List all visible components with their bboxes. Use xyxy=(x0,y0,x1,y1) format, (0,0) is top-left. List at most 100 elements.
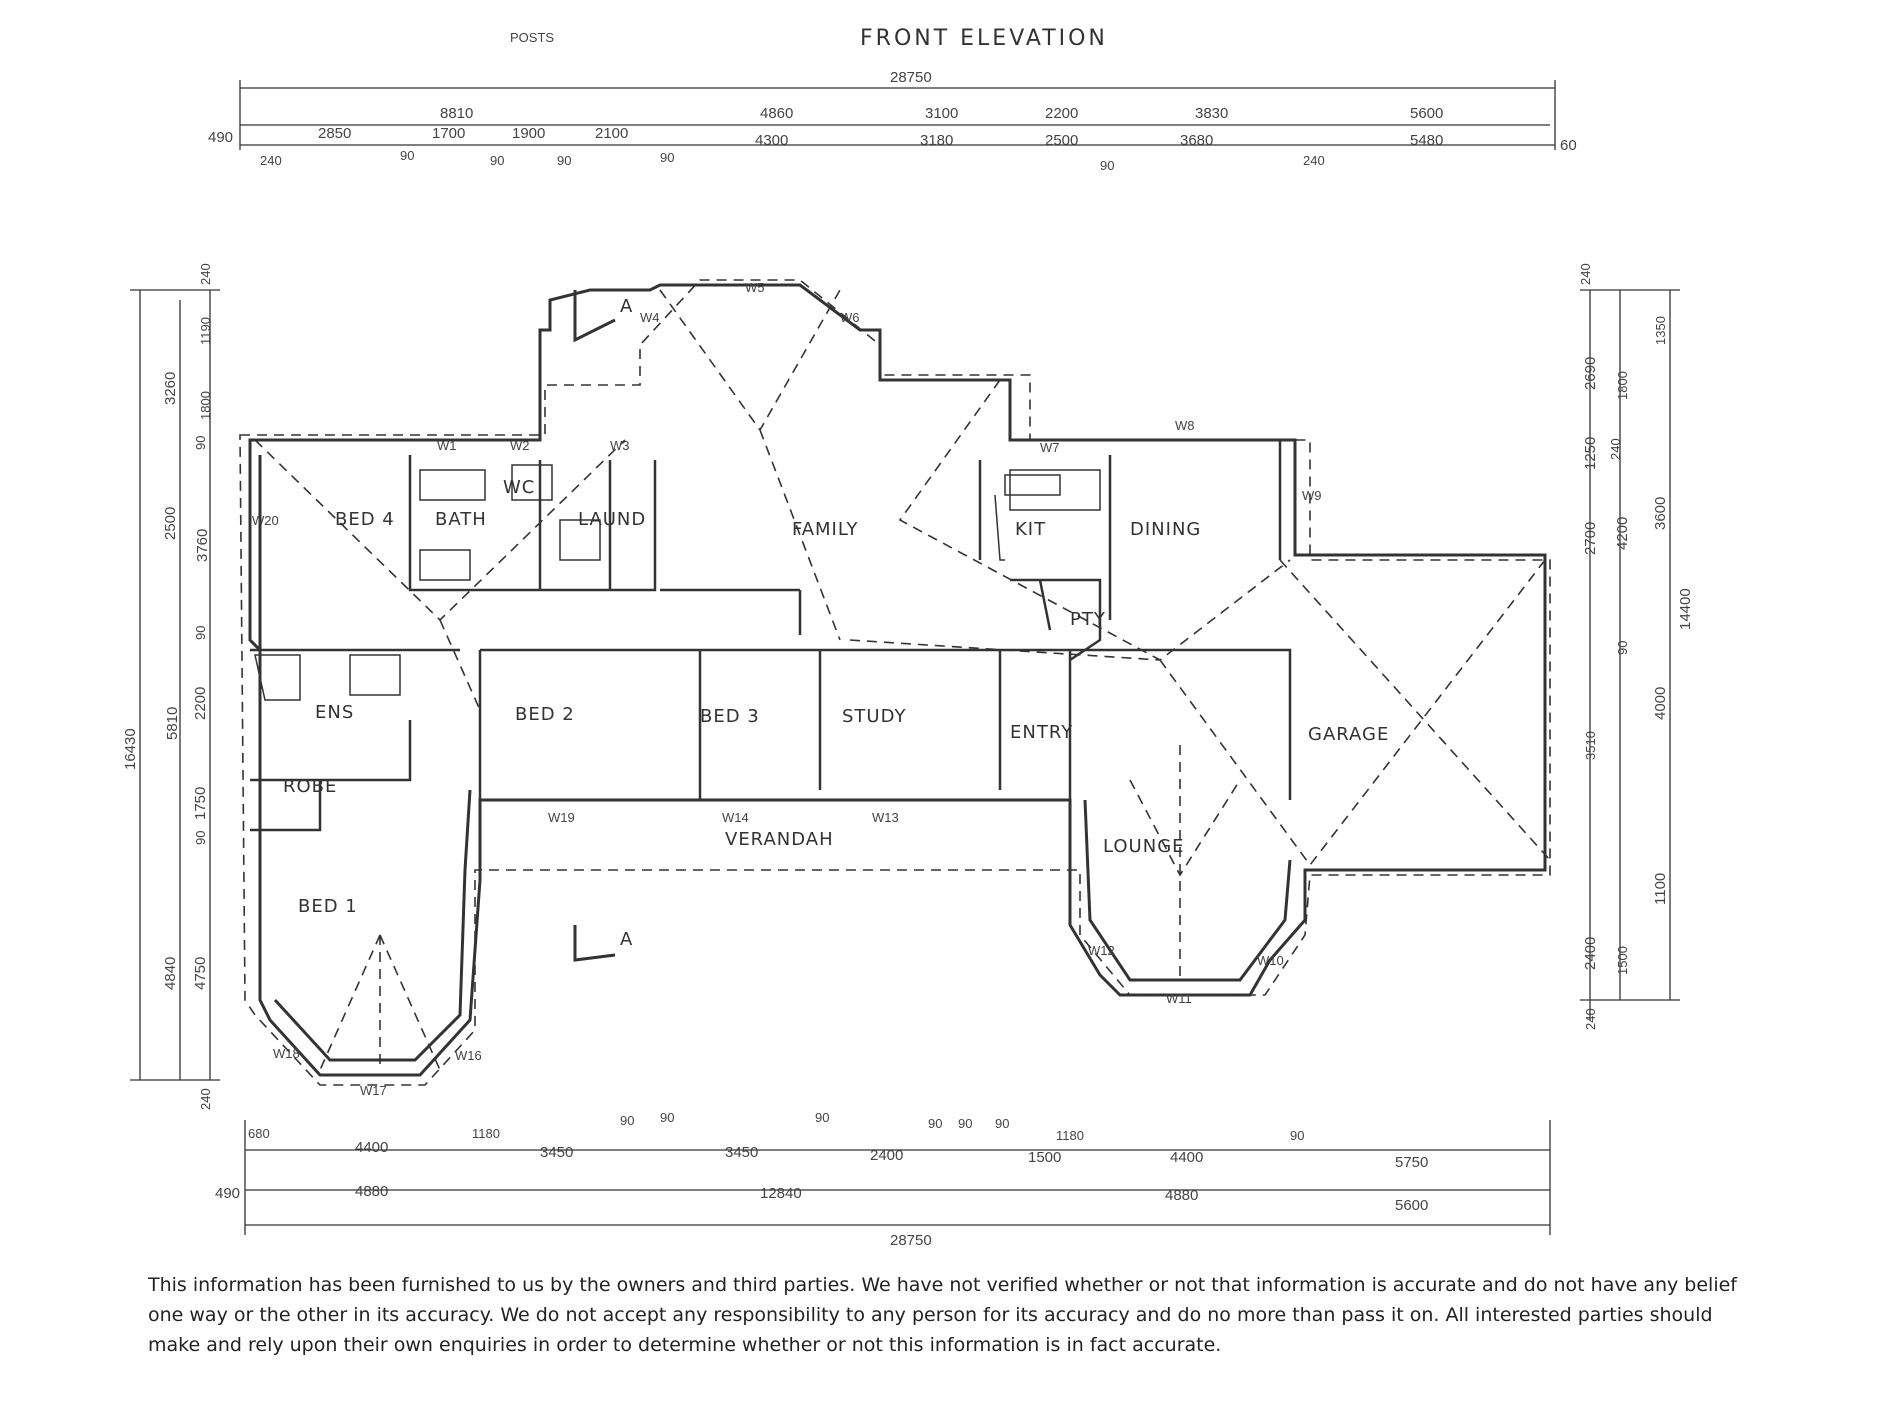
dim-top-r2: 490 xyxy=(208,129,233,146)
dim-bottom-r1: 4400 xyxy=(1170,1149,1203,1166)
dim-top-r2: 3180 xyxy=(920,132,953,149)
window-w10: W10 xyxy=(1257,953,1284,968)
room-bed3: BED 3 xyxy=(700,706,760,727)
room-verandah: VERANDAH xyxy=(725,829,834,850)
dim-bottom-r2: 4880 xyxy=(1165,1187,1198,1204)
window-w14: W14 xyxy=(722,810,749,825)
dim-right-c2: 4000 xyxy=(1652,687,1669,720)
dim-top-r1: 5600 xyxy=(1410,105,1443,122)
window-w2: W2 xyxy=(510,438,530,453)
dim-bottom-overall: 28750 xyxy=(890,1232,932,1249)
dim-top-r2: 2850 xyxy=(318,125,351,142)
section-marker-top xyxy=(573,290,616,343)
section-label-bottom: A xyxy=(620,929,633,950)
dim-right-c1: 2690 xyxy=(1582,357,1599,390)
room-pty: PTY xyxy=(1070,609,1106,630)
room-bath: BATH xyxy=(435,509,487,530)
dim-left-small: 90 xyxy=(193,626,208,640)
window-w13: W13 xyxy=(872,810,899,825)
window-w11: W11 xyxy=(1166,991,1192,1006)
section-marker-bottom xyxy=(573,925,616,962)
dim-top-r3: 90 xyxy=(490,153,504,168)
room-family: FAMILY xyxy=(792,519,859,540)
dim-top-r3: 90 xyxy=(660,150,674,165)
dim-left-c1: 5810 xyxy=(164,707,181,740)
exterior-walls xyxy=(248,283,1547,1077)
dim-bottom-small: 1180 xyxy=(472,1126,500,1141)
dim-top-r3: 240 xyxy=(260,153,282,168)
window-w5: W5 xyxy=(745,280,765,295)
dim-right-small: 240 xyxy=(1578,263,1593,285)
fixtures xyxy=(254,464,1101,701)
window-w1: W1 xyxy=(437,438,457,453)
dim-bottom-small: 90 xyxy=(928,1116,942,1131)
room-lounge: LOUNGE xyxy=(1103,836,1185,857)
dim-left-overall: 16430 xyxy=(122,728,139,770)
dim-right-small: 1800 xyxy=(1615,371,1630,400)
dim-top-r1: 4860 xyxy=(760,105,793,122)
dim-top-r3: 90 xyxy=(557,153,571,168)
dim-right-c1: 1250 xyxy=(1582,437,1599,470)
room-bed4: BED 4 xyxy=(335,509,395,530)
room-kit: KIT xyxy=(1015,519,1046,540)
dim-top-r2: 2500 xyxy=(1045,132,1078,149)
window-w4: W4 xyxy=(640,310,660,325)
dim-right-c2: 4200 xyxy=(1614,517,1631,550)
dim-top-r3: 240 xyxy=(1303,153,1325,168)
window-w9: W9 xyxy=(1302,488,1322,503)
dim-right-c2: 3600 xyxy=(1652,497,1669,530)
dim-right-c2: 1100 xyxy=(1652,873,1669,905)
room-bed2: BED 2 xyxy=(515,704,575,725)
dim-bottom-r1: 2400 xyxy=(870,1147,903,1164)
dim-right-c1: 2700 xyxy=(1582,522,1599,555)
roof-outline xyxy=(239,279,1551,1086)
dim-bottom-r1: 1500 xyxy=(1028,1149,1061,1166)
dim-top-r2: 1900 xyxy=(512,125,545,142)
dim-top-r2: 5480 xyxy=(1410,132,1443,149)
room-ens: ENS xyxy=(315,702,354,723)
dim-bottom-r1: 3450 xyxy=(725,1144,758,1161)
dim-left-small: 90 xyxy=(193,436,208,450)
window-w7: W7 xyxy=(1040,440,1060,455)
window-w19: W19 xyxy=(548,810,575,825)
window-w17: W17 xyxy=(360,1083,387,1098)
dim-right-c1: 2400 xyxy=(1582,937,1599,970)
dim-left-c1: 3260 xyxy=(162,372,179,405)
dim-left-c2: 1750 xyxy=(192,787,209,820)
window-w3: W3 xyxy=(610,438,630,453)
dimension-lines xyxy=(130,80,1680,1235)
window-w18: W18 xyxy=(273,1046,300,1061)
dim-top-r2: 3680 xyxy=(1180,132,1213,149)
dim-left-c2: 2500 xyxy=(162,507,179,540)
window-w20: W20 xyxy=(252,513,279,528)
dim-bottom-small: 90 xyxy=(815,1110,829,1125)
dim-bottom-small: 90 xyxy=(995,1116,1009,1131)
dim-bottom-r1: 4400 xyxy=(355,1139,388,1156)
dim-bottom-small: 680 xyxy=(248,1126,270,1141)
room-entry: ENTRY xyxy=(1010,722,1073,743)
dim-right-small: 1500 xyxy=(1615,946,1630,975)
dim-left-small: 1190 xyxy=(198,317,213,345)
dim-bottom-r1: 3450 xyxy=(540,1144,573,1161)
room-laund: LAUND xyxy=(578,509,646,530)
dim-bottom-small: 90 xyxy=(958,1116,972,1131)
dim-left-c1: 3760 xyxy=(194,529,211,562)
dim-left-small: 1800 xyxy=(198,391,213,420)
dim-left-c2: 4750 xyxy=(192,957,209,990)
dim-left-small: 240 xyxy=(198,263,213,285)
dim-bottom-small: 90 xyxy=(620,1113,634,1128)
room-wc: WC xyxy=(503,477,535,498)
dim-right-small: 90 xyxy=(1615,641,1630,655)
dim-top-r3: 90 xyxy=(1100,158,1114,173)
dim-top-r1: 8810 xyxy=(440,105,473,122)
dim-bottom-r2: 4880 xyxy=(355,1183,388,1200)
room-dining: DINING xyxy=(1130,519,1201,540)
dim-left-c1: 4840 xyxy=(162,957,179,990)
dim-bottom-r1: 5750 xyxy=(1395,1154,1428,1171)
dim-right-small: 240 xyxy=(1583,1008,1598,1030)
room-garage: GARAGE xyxy=(1308,724,1389,745)
dim-top-r3: 90 xyxy=(400,148,414,163)
dim-top-r1: 3830 xyxy=(1195,105,1228,122)
dim-bottom-small: 90 xyxy=(1290,1128,1304,1143)
section-label-top: A xyxy=(620,296,633,317)
